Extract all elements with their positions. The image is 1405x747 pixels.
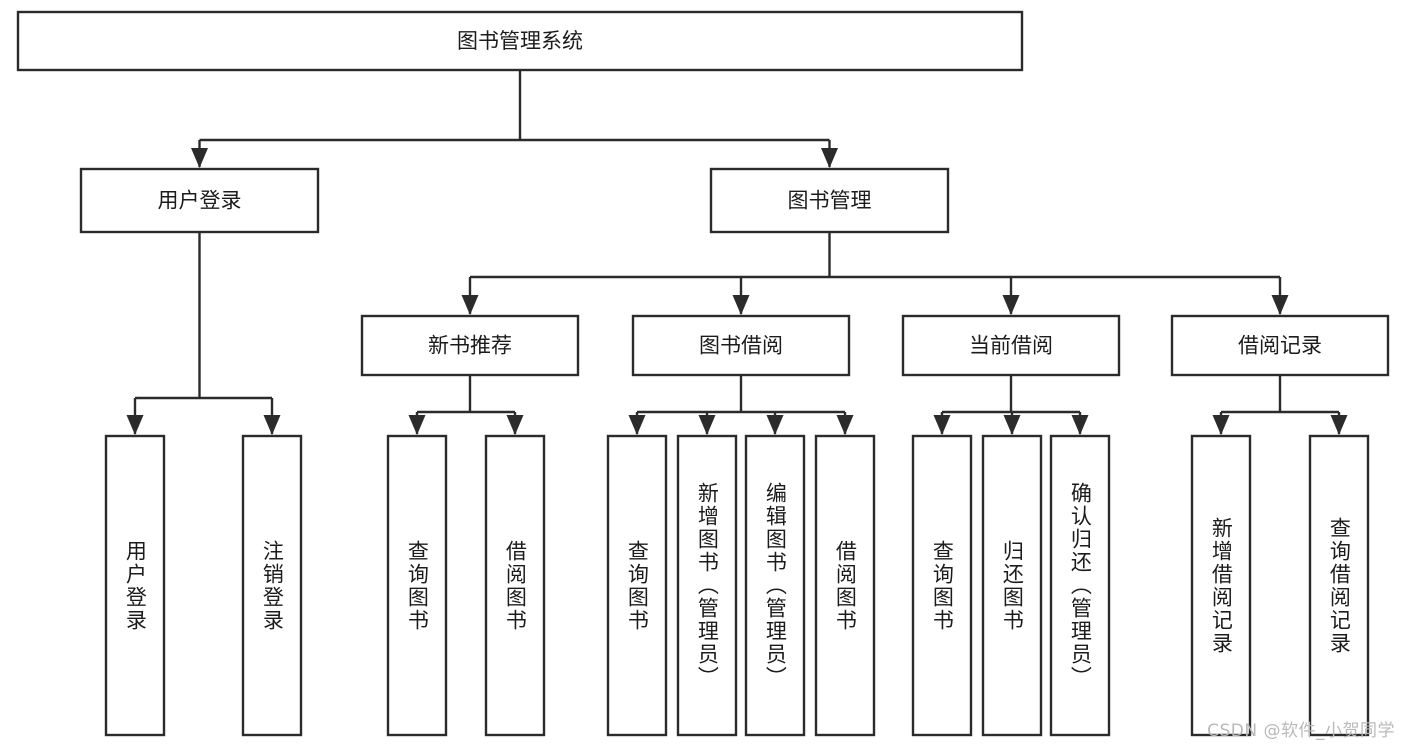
node-box-leaf-return-book[interactable] [981, 434, 1043, 737]
node-box-book-borrow[interactable] [631, 314, 851, 377]
node-box-leaf-user-logout[interactable] [241, 434, 303, 737]
node-label-current-borrow: 当前借阅 [969, 334, 1053, 358]
arrow-head-icon [1330, 415, 1348, 435]
node-box-leaf-borrow-book-1[interactable] [484, 434, 546, 737]
arrow-head-icon [1071, 415, 1089, 435]
arrow-head-icon [126, 415, 144, 435]
node-label-root: 图书管理系统 [457, 29, 583, 53]
node-label-book-borrow: 图书借阅 [699, 334, 783, 358]
node-label-book-manage: 图书管理 [788, 189, 872, 213]
node-box-root[interactable] [16, 10, 1024, 72]
arrow-head-icon [698, 415, 716, 435]
node-box-leaf-add-record[interactable] [1190, 434, 1252, 737]
arrow-head-icon [766, 415, 784, 435]
node-label-borrow-record: 借阅记录 [1238, 334, 1322, 358]
node-box-leaf-user-login[interactable] [104, 434, 166, 737]
arrow-head-icon [732, 295, 750, 315]
arrow-head-icon [1271, 295, 1289, 315]
arrow-head-icon [628, 415, 646, 435]
node-box-book-manage[interactable] [709, 167, 950, 234]
connectors-layer [126, 70, 1348, 435]
arrow-head-icon [506, 415, 524, 435]
arrow-head-icon [263, 415, 281, 435]
node-box-leaf-query-book-1[interactable] [386, 434, 448, 737]
node-box-leaf-query-book-3[interactable] [911, 434, 973, 737]
boxes-layer [16, 10, 1390, 737]
node-box-leaf-edit-book[interactable] [744, 434, 806, 737]
node-label-user-login: 用户登录 [158, 189, 242, 213]
node-box-leaf-borrow-book-2[interactable] [814, 434, 876, 737]
node-box-user-login[interactable] [79, 167, 320, 234]
node-box-current-borrow[interactable] [901, 314, 1121, 377]
node-box-leaf-confirm-return[interactable] [1049, 434, 1111, 737]
node-box-leaf-query-book-2[interactable] [606, 434, 668, 737]
node-label-new-book-recommend: 新书推荐 [428, 334, 512, 358]
arrow-head-icon [836, 415, 854, 435]
node-box-borrow-record[interactable] [1170, 314, 1390, 377]
arrow-head-icon [933, 415, 951, 435]
node-box-leaf-query-record[interactable] [1308, 434, 1370, 737]
arrow-head-icon [1002, 295, 1020, 315]
node-box-leaf-add-book[interactable] [676, 434, 738, 737]
arrow-head-icon [461, 295, 479, 315]
arrow-head-icon [1212, 415, 1230, 435]
node-box-new-book-recommend[interactable] [360, 314, 580, 377]
arrow-head-icon [408, 415, 426, 435]
arrow-head-icon [821, 148, 838, 168]
arrow-head-icon [1003, 415, 1021, 435]
arrow-head-icon [191, 148, 208, 168]
